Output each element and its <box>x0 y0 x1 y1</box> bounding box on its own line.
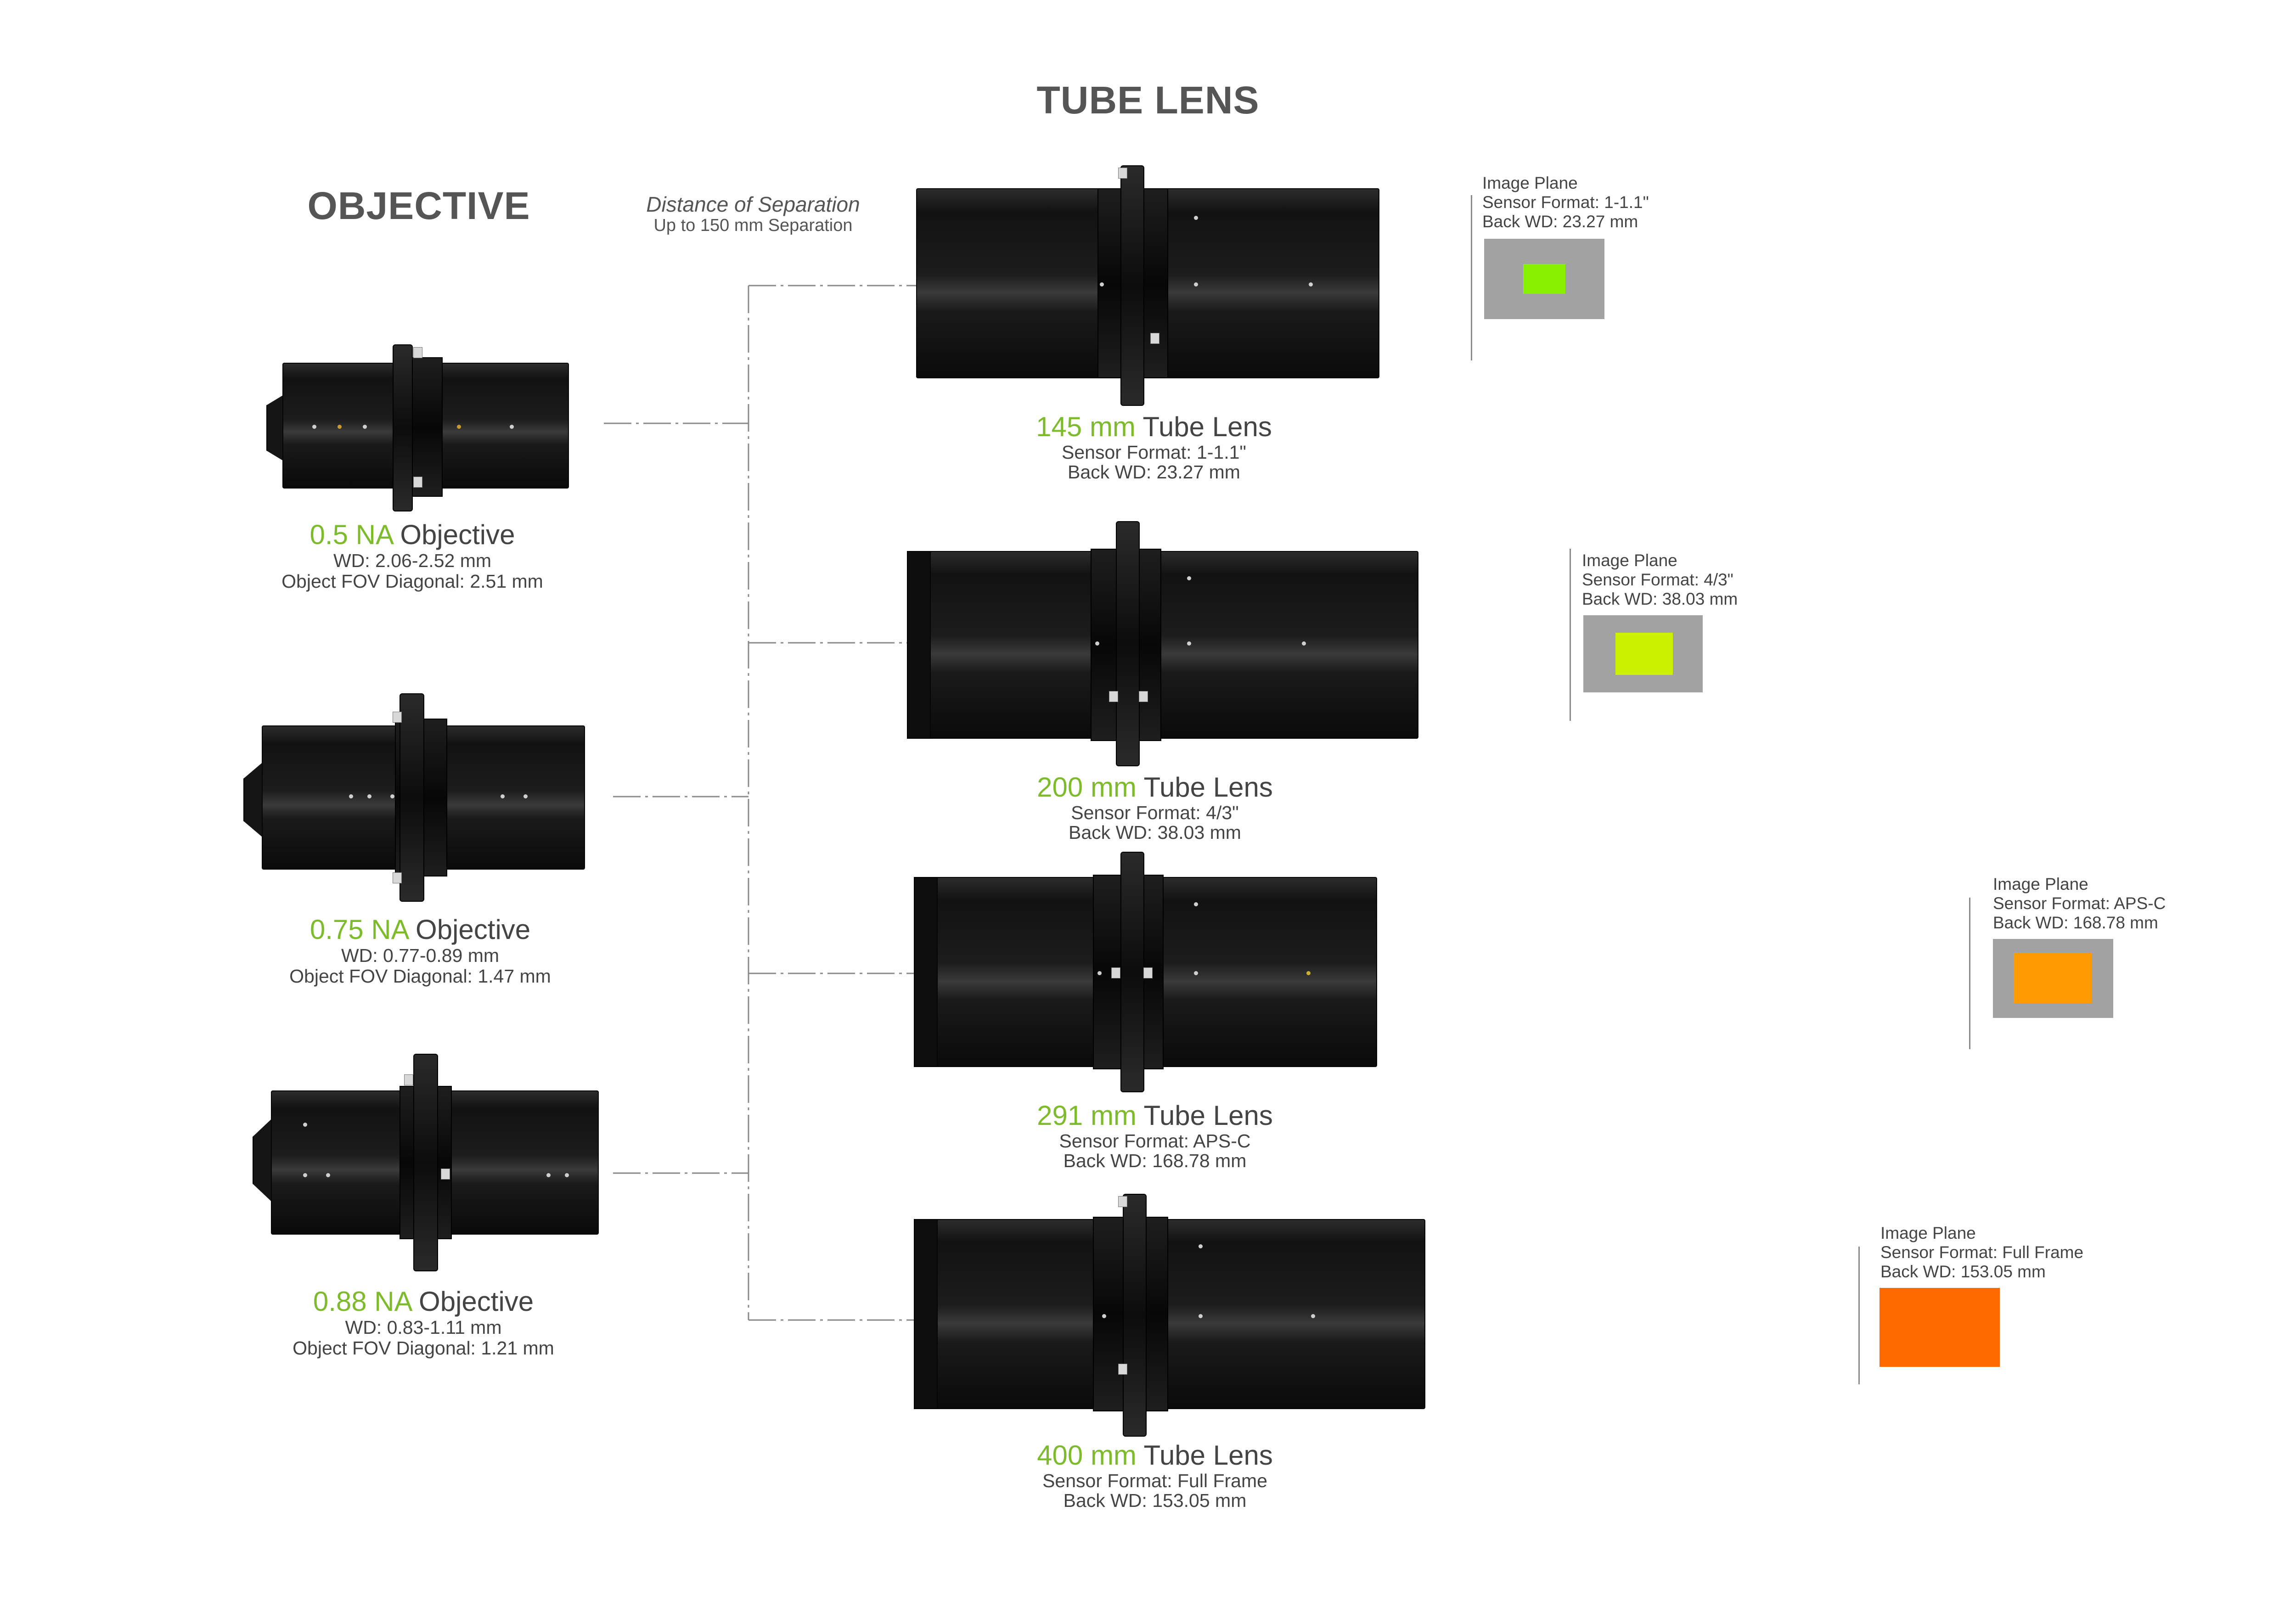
image-plane-sensor-1: Sensor Format: 1-1.1" <box>1482 192 1649 212</box>
objective-label-1: 0.5 NA Objective WD: 2.06-2.52 mm Object… <box>281 519 543 592</box>
image-plane-text-2: Image Plane Sensor Format: 4/3" Back WD:… <box>1582 551 1738 608</box>
image-plane-bar-2 <box>1570 549 1571 721</box>
objective-fov-1: Object FOV Diagonal: 2.51 mm <box>281 571 543 592</box>
image-plane-label-4: Image Plane <box>1880 1224 1976 1242</box>
objective-lens-2 <box>243 693 585 902</box>
tube-lens-2 <box>907 521 1418 766</box>
image-plane-backwd-3: Back WD: 168.78 mm <box>1993 913 2158 932</box>
tube-lens-title-2: 200 mm Tube Lens <box>1037 772 1273 803</box>
objective-lens-3 <box>253 1054 599 1271</box>
objective-title-2: 0.75 NA Objective <box>310 914 531 945</box>
tube-lens-4 <box>914 1194 1425 1437</box>
image-plane-text-4: Image Plane Sensor Format: Full Frame Ba… <box>1880 1224 2083 1281</box>
objective-label-2: 0.75 NA Objective WD: 0.77-0.89 mm Objec… <box>289 914 551 987</box>
image-plane-frame-1 <box>1484 239 1604 319</box>
tube-lens-backwd-4: Back WD: 153.05 mm <box>1063 1490 1247 1511</box>
image-plane-bar-1 <box>1471 195 1472 360</box>
separation-subtitle: Up to 150 mm Separation <box>653 215 853 235</box>
tube-lens-label-1: 145 mm Tube Lens Sensor Format: 1-1.1" B… <box>1036 411 1272 482</box>
objective-fov-2: Object FOV Diagonal: 1.47 mm <box>289 966 551 987</box>
image-plane-frame-3 <box>1993 939 2113 1018</box>
objective-wd-2: WD: 0.77-0.89 mm <box>341 945 500 966</box>
tube-lens-title-4: 400 mm Tube Lens <box>1037 1440 1273 1471</box>
image-plane-sensor-2: Sensor Format: 4/3" <box>1582 570 1733 589</box>
image-plane-sensor-rect-2 <box>1615 633 1673 675</box>
tube-lens-backwd-1: Back WD: 23.27 mm <box>1068 461 1240 483</box>
tube-lens-sensor-4: Sensor Format: Full Frame <box>1042 1470 1267 1491</box>
tube-lens-label-4: 400 mm Tube Lens Sensor Format: Full Fra… <box>1037 1439 1273 1511</box>
tube-lens-title-1: 145 mm Tube Lens <box>1036 411 1272 442</box>
objective-title-3: 0.88 NA Objective <box>313 1286 534 1317</box>
separation-title: Distance of Separation <box>646 192 860 216</box>
image-plane-backwd-4: Back WD: 153.05 mm <box>1880 1262 2046 1281</box>
image-plane-label-1: Image Plane <box>1482 174 1578 192</box>
objective-label-3: 0.88 NA Objective WD: 0.83-1.11 mm Objec… <box>293 1286 554 1359</box>
objective-wd-1: WD: 2.06-2.52 mm <box>333 550 492 571</box>
tube-lens-sensor-2: Sensor Format: 4/3" <box>1071 802 1239 823</box>
tube-lens-backwd-2: Back WD: 38.03 mm <box>1069 822 1241 843</box>
image-plane-sensor-rect-3 <box>2014 953 2092 1003</box>
tube-lens-1 <box>916 165 1379 406</box>
objective-fov-3: Object FOV Diagonal: 1.21 mm <box>293 1337 554 1359</box>
image-plane-label-3: Image Plane <box>1993 875 2088 893</box>
tube-lens-label-2: 200 mm Tube Lens Sensor Format: 4/3" Bac… <box>1037 771 1273 843</box>
tube-lens-title-3: 291 mm Tube Lens <box>1037 1100 1273 1131</box>
objective-lens-1 <box>262 344 569 511</box>
image-plane-label-2: Image Plane <box>1582 551 1677 570</box>
image-plane-frame-2 <box>1583 615 1703 692</box>
image-plane-bar-4 <box>1858 1247 1860 1384</box>
image-plane-text-1: Image Plane Sensor Format: 1-1.1" Back W… <box>1482 174 1649 231</box>
tube-lens-heading: TUBE LENS <box>1036 79 1260 122</box>
objective-title-1: 0.5 NA Objective <box>310 519 515 550</box>
image-plane-text-3: Image Plane Sensor Format: APS-C Back WD… <box>1993 875 2166 932</box>
tube-lens-sensor-1: Sensor Format: 1-1.1" <box>1062 442 1246 463</box>
image-plane-sensor-rect-1 <box>1523 264 1565 294</box>
objective-wd-3: WD: 0.83-1.11 mm <box>345 1317 502 1338</box>
tube-lens-3 <box>914 852 1377 1092</box>
image-plane-sensor-rect-4 <box>1880 1288 2000 1367</box>
objective-heading: OBJECTIVE <box>307 184 530 227</box>
tube-lens-backwd-3: Back WD: 168.78 mm <box>1063 1150 1247 1172</box>
image-plane-backwd-1: Back WD: 23.27 mm <box>1482 212 1638 231</box>
separation-caption: Distance of Separation Up to 150 mm Sepa… <box>646 193 860 235</box>
image-plane-sensor-3: Sensor Format: APS-C <box>1993 893 2166 913</box>
image-plane-sensor-4: Sensor Format: Full Frame <box>1880 1242 2084 1262</box>
tube-lens-label-3: 291 mm Tube Lens Sensor Format: APS-C Ba… <box>1037 1100 1273 1171</box>
tube-lens-sensor-3: Sensor Format: APS-C <box>1059 1130 1251 1152</box>
image-plane-bar-3 <box>1969 898 1970 1049</box>
image-plane-backwd-2: Back WD: 38.03 mm <box>1582 589 1738 608</box>
